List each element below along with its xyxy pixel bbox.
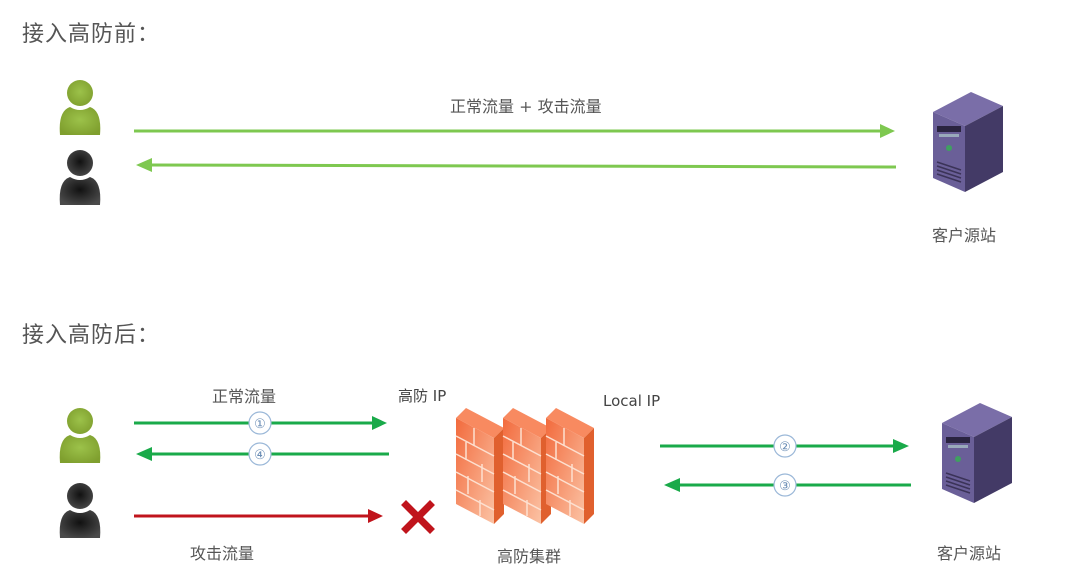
before-response-arrow <box>136 158 897 172</box>
step1-arrow: ① <box>134 411 387 435</box>
attack-arrow <box>134 509 383 523</box>
after-server-icon <box>941 402 1013 504</box>
step2-arrow: ② <box>660 434 909 458</box>
normal-user-icon <box>59 408 101 463</box>
firewall-cluster-icon <box>455 407 595 525</box>
normal-user-icon <box>59 80 101 135</box>
before-server-icon <box>932 91 1004 193</box>
ddos-ip-label: 高防 IP <box>398 387 447 405</box>
cluster-label: 高防集群 <box>497 547 562 566</box>
step-2-badge: ② <box>779 440 791 455</box>
before-server-label: 客户源站 <box>932 226 997 245</box>
attacker-user-icon <box>59 150 101 205</box>
after-server-label: 客户源站 <box>937 544 1002 563</box>
step3-arrow: ③ <box>664 473 911 497</box>
attack-traffic-label: 攻击流量 <box>190 544 255 563</box>
step-3-badge: ③ <box>779 479 791 494</box>
before-flow-label: 正常流量 + 攻击流量 <box>450 97 602 116</box>
step-1-badge: ① <box>254 417 266 432</box>
step4-arrow: ④ <box>136 442 389 466</box>
blocked-x-icon <box>401 500 435 534</box>
before-section-title: 接入高防前： <box>22 22 161 47</box>
before-request-arrow <box>134 124 895 138</box>
attacker-user-icon <box>59 483 101 538</box>
local-ip-label: Local IP <box>603 392 661 410</box>
after-section-title: 接入高防后： <box>22 323 161 348</box>
normal-traffic-label: 正常流量 <box>212 387 277 406</box>
step-4-badge: ④ <box>254 448 266 463</box>
